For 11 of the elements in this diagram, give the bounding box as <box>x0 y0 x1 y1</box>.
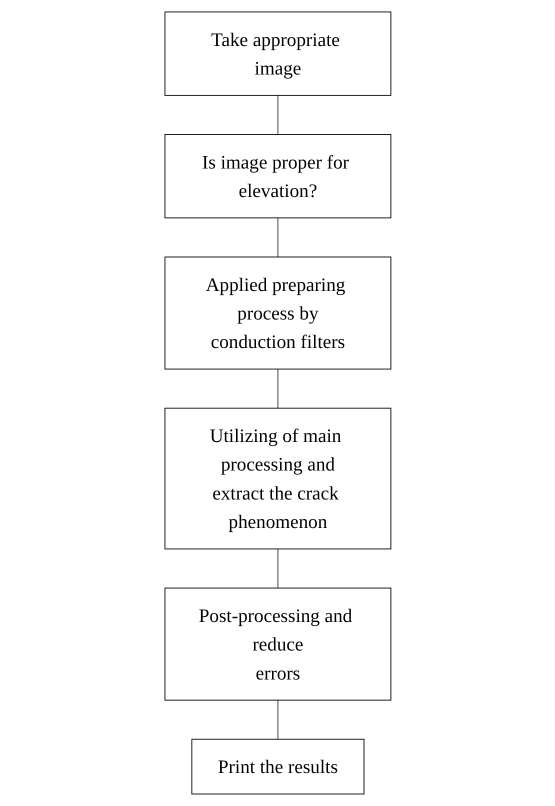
node-box: Take appropriate image <box>164 12 391 96</box>
node-box: Utilizing of main processing and extract the crack phenomenon <box>164 408 391 550</box>
connector <box>277 700 278 740</box>
connector <box>277 217 278 258</box>
node-box: Print the results <box>190 738 364 794</box>
connector <box>277 368 278 409</box>
node-box: Is image proper for elevation? <box>164 134 391 218</box>
connector <box>277 548 278 589</box>
connector <box>277 94 278 135</box>
node-box: Applied preparing process by conduction filters <box>164 256 391 370</box>
node-box: Post-processing and reduce errors <box>164 588 391 701</box>
